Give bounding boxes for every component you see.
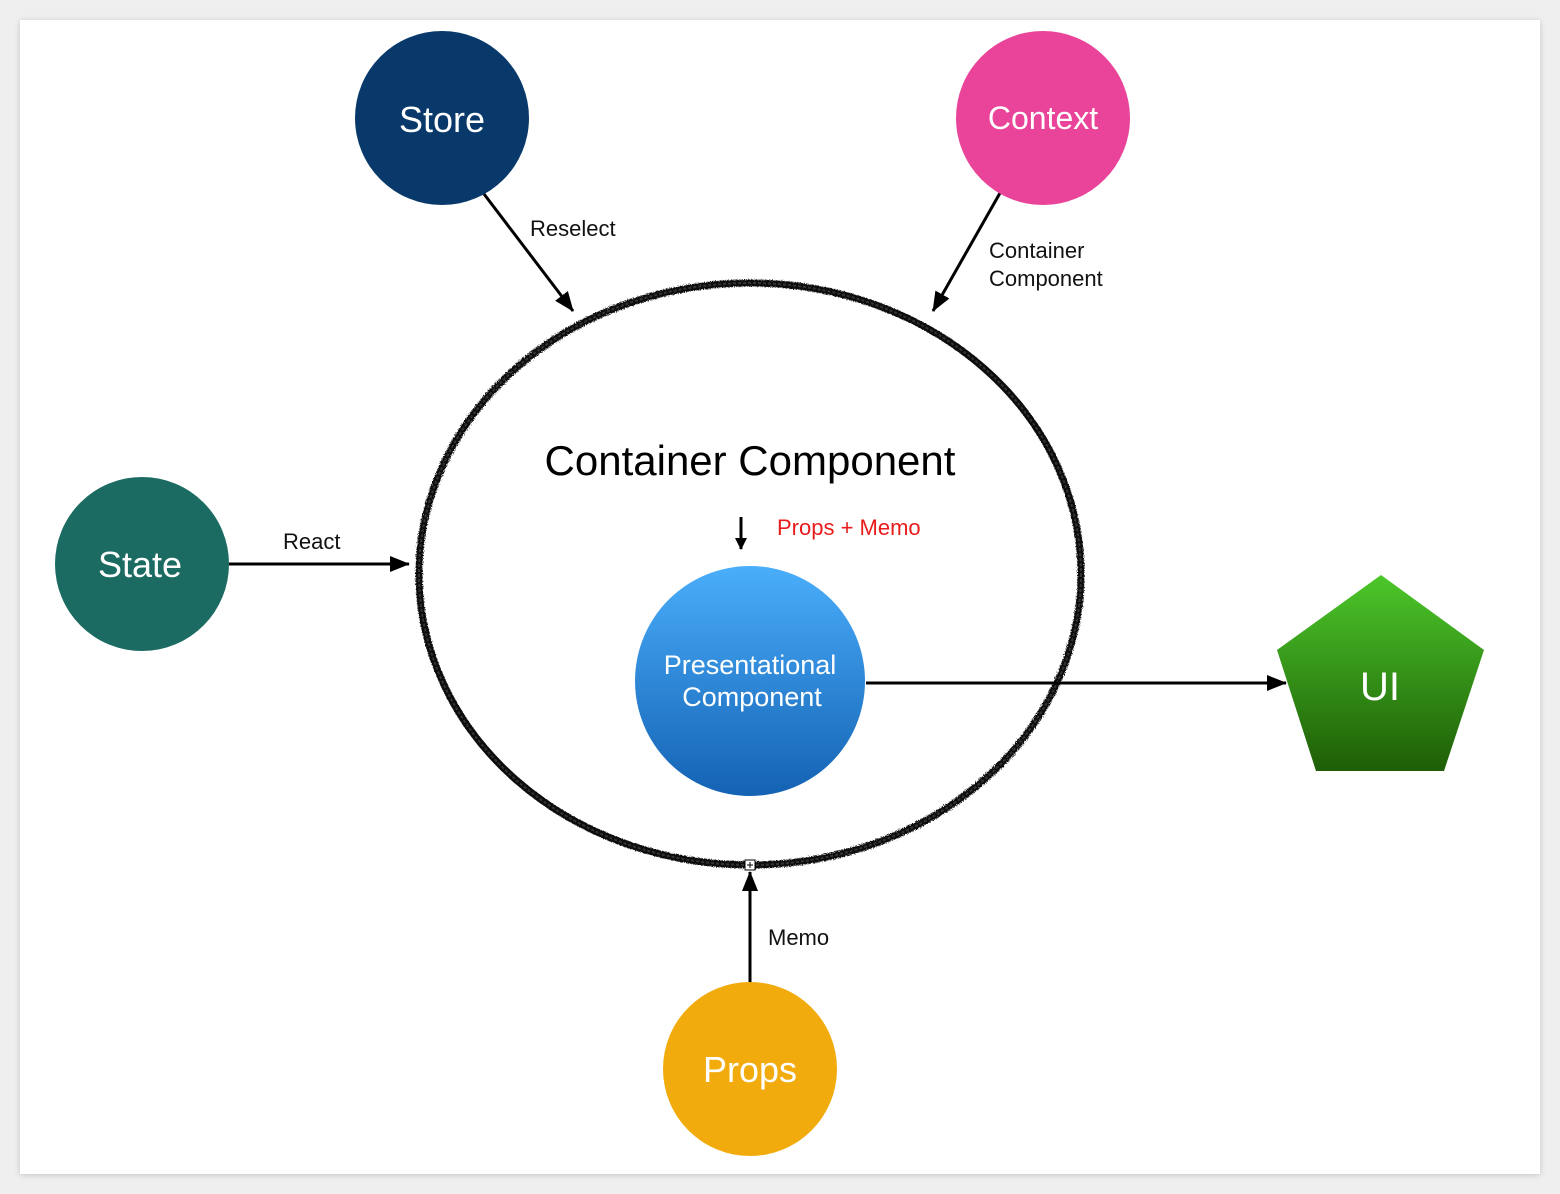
edge-store-to-container[interactable]	[482, 193, 575, 312]
node-props[interactable]	[663, 982, 837, 1156]
node-presentational-label-line2: Component	[682, 682, 822, 712]
node-store-label: Store	[399, 99, 485, 140]
node-props-label: Props	[703, 1049, 797, 1090]
container-title: Container Component	[545, 437, 956, 484]
node-presentational-label-line1: Presentational	[664, 650, 837, 680]
node-state-label: State	[98, 544, 182, 585]
node-presentational[interactable]	[635, 566, 865, 796]
container-ellipse-texture	[418, 282, 1082, 866]
edge-label-props-memo: Props + Memo	[777, 515, 921, 540]
node-context-label: Context	[988, 100, 1098, 136]
connection-handle-plus-icon	[747, 862, 753, 868]
edge-label-container-line1: Container	[989, 238, 1084, 263]
node-context[interactable]	[956, 31, 1130, 205]
edge-label-react: React	[283, 529, 340, 554]
node-ui[interactable]	[1277, 575, 1484, 771]
diagram-canvas: Container Component Reselect Container C…	[20, 20, 1540, 1174]
edge-label-memo: Memo	[768, 925, 829, 950]
edge-label-reselect: Reselect	[530, 216, 616, 241]
edge-label-container-line2: Component	[989, 266, 1103, 291]
node-store[interactable]	[355, 31, 529, 205]
node-ui-label: UI	[1360, 665, 1400, 709]
edge-context-to-container[interactable]	[931, 192, 1002, 312]
node-state[interactable]	[55, 477, 229, 651]
